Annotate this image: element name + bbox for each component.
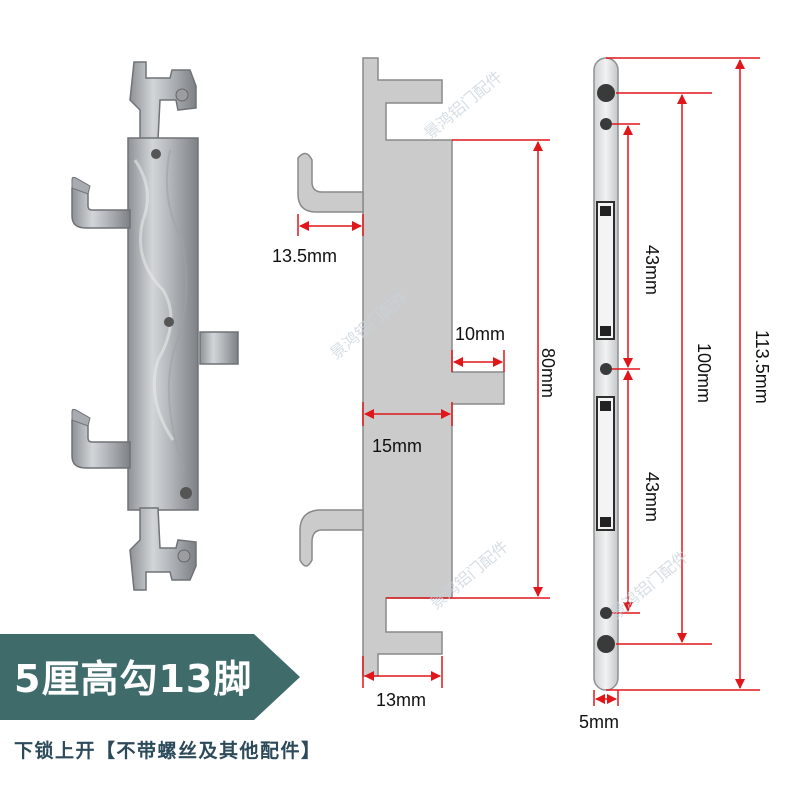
dim-hook-length-label: 13.5mm — [272, 246, 337, 266]
dim-slot-spacing-upper-label: 43mm — [642, 245, 662, 295]
face-plate-drawing — [593, 57, 619, 691]
watermark-text: 景鸿铝门配件 — [606, 547, 692, 623]
side-profile-drawing — [297, 57, 505, 677]
dim-hole-spacing-label: 100mm — [694, 343, 714, 403]
dimension-lines — [297, 57, 760, 706]
dim-body-width-label: 15mm — [372, 436, 422, 456]
dim-plate-thickness-label: 5mm — [579, 712, 619, 732]
dim-tongue-width-label: 10mm — [455, 324, 505, 344]
dim-foot-width-label: 13mm — [376, 690, 426, 710]
dim-slot-spacing-lower-label: 43mm — [642, 472, 662, 522]
badge-background — [0, 634, 300, 720]
product-note: 下锁上开【不带螺丝及其他配件】 — [14, 740, 322, 762]
dim-hook-span-label: 80mm — [538, 348, 558, 398]
product-title: 5厘高勾13脚 — [14, 657, 253, 701]
lock-photo — [71, 61, 239, 591]
title-badge: 5厘高勾13脚 — [0, 634, 300, 720]
watermark-text: 景鸿铝门配件 — [420, 67, 506, 143]
dim-overall-length-label: 113.5mm — [752, 330, 772, 404]
